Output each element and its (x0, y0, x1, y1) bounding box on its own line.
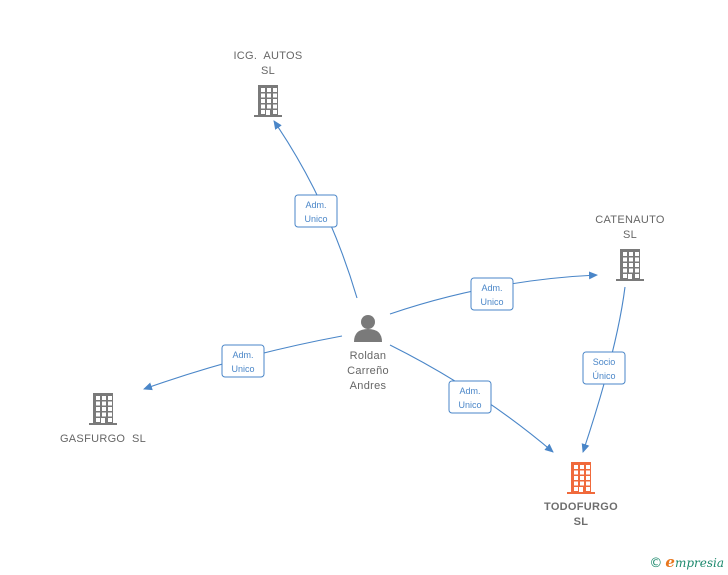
edge-roldan-gasfurgo: Adm. Unico (143, 335, 343, 391)
edge-roldan-todofurgo: Adm. Unico (389, 344, 554, 453)
edge-label-text: Único (592, 371, 615, 381)
copyright-symbol: © (649, 556, 663, 571)
node-todofurgo[interactable]: TODOFURGO SL (544, 462, 618, 528)
edge-label-box (294, 194, 338, 228)
node-label-catenauto: SL (623, 229, 637, 241)
edge-label-box (582, 351, 626, 385)
building-icon (616, 249, 644, 281)
empresia-watermark: ©empresia (649, 553, 724, 571)
brand-initial: e (665, 553, 675, 571)
edge-label-text: Unico (304, 214, 327, 224)
node-label-catenauto: CATENAUTO (595, 214, 665, 226)
edge-label-text: Unico (480, 297, 503, 307)
brand-name: mpresia (674, 556, 724, 570)
person-icon (354, 315, 382, 342)
node-label-icg: ICG. AUTOS (233, 50, 302, 62)
node-label-icg: SL (261, 65, 275, 77)
edge-label-text: Unico (458, 400, 481, 410)
edge-label-text: Adm. (232, 350, 253, 360)
edge-label-text: Socio (593, 357, 616, 367)
node-catenauto[interactable]: CATENAUTO SL (595, 214, 665, 281)
node-label-todofurgo: TODOFURGO (544, 501, 618, 513)
node-icg[interactable]: ICG. AUTOS SL (233, 50, 302, 117)
edge-label-text: Adm. (305, 200, 326, 210)
edge-label-box (470, 277, 514, 311)
building-icon (567, 462, 595, 494)
edges-layer: Adm.UnicoAdm.UnicoAdm.UnicoAdm.UnicoSoci… (143, 120, 626, 453)
building-icon (254, 85, 282, 117)
edge-label-box (221, 344, 265, 378)
edge-label-text: Unico (231, 364, 254, 374)
building-icon (89, 393, 117, 425)
node-label-gasfurgo: GASFURGO SL (60, 433, 146, 445)
node-label-roldan: Roldan (350, 350, 387, 362)
edge-label-text: Adm. (481, 283, 502, 293)
node-label-roldan: Andres (350, 380, 387, 392)
edge-roldan-icg: Adm. Unico (273, 120, 358, 299)
node-gasfurgo[interactable]: GASFURGO SL (60, 393, 146, 445)
edge-label-box (448, 380, 492, 414)
node-label-todofurgo: SL (574, 516, 589, 528)
edge-roldan-catenauto: Adm. Unico (389, 271, 598, 315)
node-label-roldan: Carreño (347, 365, 389, 377)
edge-label-text: Adm. (459, 386, 480, 396)
